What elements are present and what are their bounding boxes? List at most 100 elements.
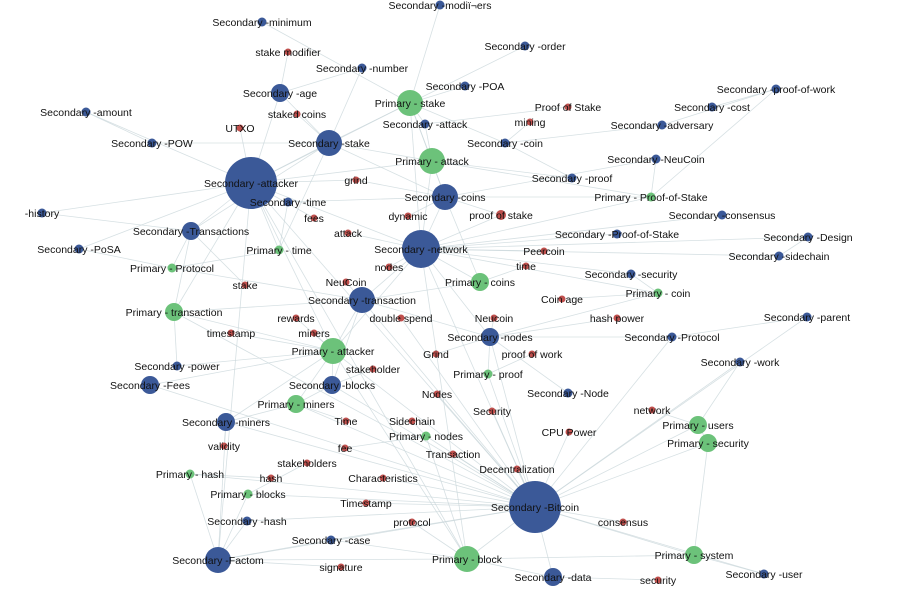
node-sec-adversary[interactable] (657, 120, 667, 130)
node-sec-transaction[interactable] (349, 287, 375, 313)
node-pri-blocks[interactable] (243, 489, 253, 499)
node-cpu-power[interactable] (565, 428, 573, 436)
node-sec-time[interactable] (283, 197, 293, 207)
node-double-spend[interactable] (397, 314, 405, 322)
node-pri-transaction[interactable] (165, 303, 183, 321)
node-grind[interactable] (352, 176, 360, 184)
node-pri-stake[interactable] (397, 90, 423, 116)
node-sec-miners[interactable] (217, 413, 235, 431)
node-pri-coins[interactable] (471, 273, 489, 291)
node-sec-proof[interactable] (567, 173, 577, 183)
node-sec-posa[interactable] (74, 244, 84, 254)
node-grind-cap[interactable] (432, 350, 440, 358)
node-sec-modifiers[interactable] (435, 0, 445, 10)
node-network-kw[interactable] (648, 406, 656, 414)
node-neucoin-lc[interactable] (490, 314, 498, 322)
node-consensus-kw[interactable] (619, 518, 627, 526)
node-pri-system[interactable] (685, 546, 703, 564)
node-pri-proof[interactable] (483, 369, 493, 379)
node-sec-factom[interactable] (205, 547, 231, 573)
node-decentralization[interactable] (513, 465, 521, 473)
node-validity[interactable] (220, 442, 228, 450)
node-sec-bitcoin[interactable] (509, 481, 561, 533)
node-time-cap[interactable] (342, 417, 350, 425)
node-hash-power[interactable] (613, 314, 621, 322)
node-fee[interactable] (341, 444, 349, 452)
node-sec-amount[interactable] (81, 107, 91, 117)
node-sec-node[interactable] (563, 388, 573, 398)
node-pri-attack[interactable] (419, 148, 445, 174)
node-sec-attack[interactable] (420, 119, 430, 129)
node-sec-design[interactable] (803, 232, 813, 242)
node-sec-fees[interactable] (141, 376, 159, 394)
node-stake-kw[interactable] (241, 281, 249, 289)
node-sec-cost[interactable] (707, 102, 717, 112)
node-attack[interactable] (344, 229, 352, 237)
node-pri-miners[interactable] (287, 395, 305, 413)
node-pri-users[interactable] (689, 416, 707, 434)
node-sec-sidechain[interactable] (774, 251, 784, 261)
node-sec-stake[interactable] (316, 130, 342, 156)
node-nodes-kw[interactable] (385, 263, 393, 271)
node-sec-power[interactable] (172, 361, 182, 371)
node-stake-modifier[interactable] (284, 48, 292, 56)
node-pri-time[interactable] (274, 245, 284, 255)
node-proof-of-stake[interactable] (564, 103, 572, 111)
node-signature[interactable] (337, 563, 345, 571)
node-sec-case[interactable] (326, 535, 336, 545)
node-sec-minimum[interactable] (257, 17, 267, 27)
node-sec-poa[interactable] (460, 81, 470, 91)
node-pri-coin[interactable] (653, 288, 663, 298)
node-utxo[interactable] (236, 124, 244, 132)
node-pri-protocol[interactable] (167, 263, 177, 273)
node-sec-coins[interactable] (432, 184, 458, 210)
node-sec-neucoin[interactable] (651, 154, 661, 164)
node-stakeholders[interactable] (303, 459, 311, 467)
node-pri-block[interactable] (454, 546, 480, 572)
node-timestamp-cap[interactable] (362, 499, 370, 507)
node-characteristics[interactable] (379, 474, 387, 482)
node-rewards[interactable] (292, 314, 300, 322)
node-miners-kw[interactable] (310, 329, 318, 337)
node-dynamic[interactable] (404, 212, 412, 220)
node-sec-data[interactable] (544, 568, 562, 586)
node-protocol-kw[interactable] (408, 518, 416, 526)
node-pri-hash[interactable] (185, 469, 195, 479)
node-peercoin[interactable] (540, 247, 548, 255)
node-fees[interactable] (310, 214, 318, 222)
node-mining[interactable] (526, 118, 534, 126)
node-proof-of-work[interactable] (528, 350, 536, 358)
node-neucoin-kw[interactable] (342, 278, 350, 286)
node-sec-user[interactable] (759, 569, 769, 579)
node-stakeholder[interactable] (369, 365, 377, 373)
node-sidechain[interactable] (408, 417, 416, 425)
node-sec-coin[interactable] (500, 138, 510, 148)
node-sec-proof-of-work[interactable] (771, 84, 781, 94)
node-sec-nodes[interactable] (481, 328, 499, 346)
node-sec-blocks[interactable] (323, 376, 341, 394)
node-sec-order[interactable] (520, 41, 530, 51)
node-sec-history[interactable] (37, 208, 47, 218)
node-sec-work[interactable] (735, 357, 745, 367)
node-sec-number[interactable] (357, 63, 367, 73)
node-staked-coins[interactable] (293, 110, 301, 118)
node-pri-attacker[interactable] (320, 338, 346, 364)
node-pri-nodes[interactable] (421, 431, 431, 441)
node-sec-protocol[interactable] (667, 332, 677, 342)
node-sec-proof-of-stake[interactable] (612, 229, 622, 239)
node-nodes-cap[interactable] (433, 390, 441, 398)
node-timestamp[interactable] (227, 329, 235, 337)
node-time-kw[interactable] (522, 262, 530, 270)
node-proof-of-stake-kw[interactable] (496, 210, 506, 220)
node-sec-network[interactable] (402, 230, 440, 268)
node-sec-security[interactable] (626, 269, 636, 279)
node-sec-pow[interactable] (147, 138, 157, 148)
node-pri-proof-of-stake[interactable] (646, 192, 656, 202)
node-security-lc[interactable] (654, 576, 662, 584)
node-sec-attacker[interactable] (225, 157, 277, 209)
node-sec-transactions[interactable] (182, 222, 200, 240)
node-transaction-kw[interactable] (449, 450, 457, 458)
node-security-kw[interactable] (488, 407, 496, 415)
node-sec-hash[interactable] (242, 516, 252, 526)
node-sec-consensus[interactable] (717, 210, 727, 220)
